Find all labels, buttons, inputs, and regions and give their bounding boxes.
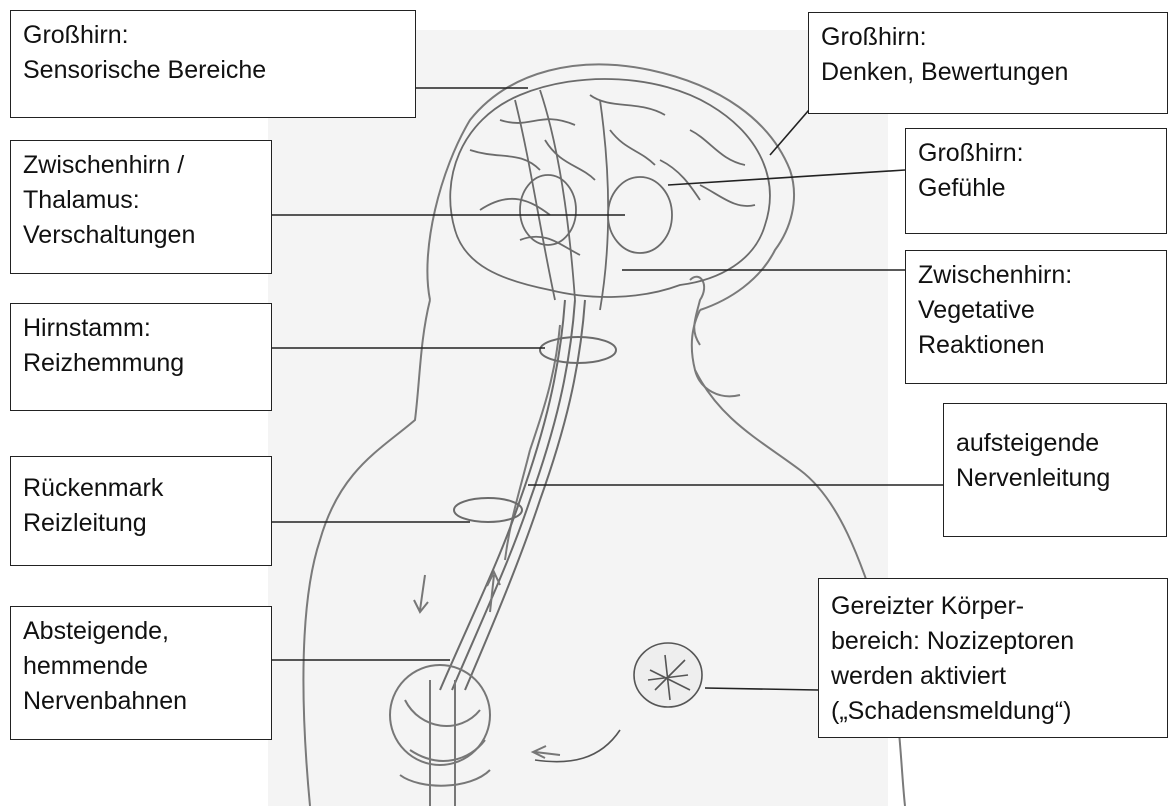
label-vegetative-line1: Zwischenhirn: [918, 258, 1156, 293]
label-sensory-line1: Großhirn: [23, 18, 405, 53]
label-sensory-areas: Großhirn: Sensorische Bereiche [10, 10, 416, 118]
label-vegetative: Zwischenhirn: Vegetative Reaktionen [905, 250, 1167, 384]
label-thinking-line1: Großhirn: [821, 20, 1157, 55]
label-nociceptors-line4: („Schadensmeldung“) [831, 694, 1157, 729]
label-ascending-line2: Nervenleitung [956, 461, 1156, 496]
label-ascending: aufsteigende Nervenleitung [943, 403, 1167, 537]
label-nociceptors-line2: bereich: Nozizeptoren [831, 624, 1157, 659]
label-ascending-line1: aufsteigende [956, 426, 1156, 461]
label-brainstem-line2: Reizhemmung [23, 346, 261, 381]
label-thalamus-line1: Zwischenhirn / [23, 148, 261, 183]
label-brainstem-line1: Hirnstamm: [23, 311, 261, 346]
label-vegetative-line2: Vegetative [918, 293, 1156, 328]
label-thalamus-line2: Thalamus: [23, 183, 261, 218]
label-nociceptors-line3: werden aktiviert [831, 659, 1157, 694]
label-thalamus-line3: Verschaltungen [23, 218, 261, 253]
label-sensory-line2: Sensorische Bereiche [23, 53, 405, 88]
label-feelings-line1: Großhirn: [918, 136, 1156, 171]
label-descending: Absteigende, hemmende Nervenbahnen [10, 606, 272, 740]
label-feelings-line2: Gefühle [918, 171, 1156, 206]
label-vegetative-line3: Reaktionen [918, 328, 1156, 363]
label-feelings: Großhirn: Gefühle [905, 128, 1167, 234]
label-nociceptors: Gereizter Körper- bereich: Nozizeptoren … [818, 578, 1168, 738]
label-thinking: Großhirn: Denken, Bewertungen [808, 12, 1168, 114]
label-thinking-line2: Denken, Bewertungen [821, 55, 1157, 90]
label-brainstem: Hirnstamm: Reizhemmung [10, 303, 272, 411]
label-nociceptors-line1: Gereizter Körper- [831, 589, 1157, 624]
label-descending-line3: Nervenbahnen [23, 684, 261, 719]
label-spinal-line1: Rückenmark [23, 471, 261, 506]
label-spinal-line2: Reizleitung [23, 506, 261, 541]
label-spinal-cord: Rückenmark Reizleitung [10, 456, 272, 566]
label-descending-line2: hemmende [23, 649, 261, 684]
label-descending-line1: Absteigende, [23, 614, 261, 649]
label-thalamus: Zwischenhirn / Thalamus: Verschaltungen [10, 140, 272, 274]
